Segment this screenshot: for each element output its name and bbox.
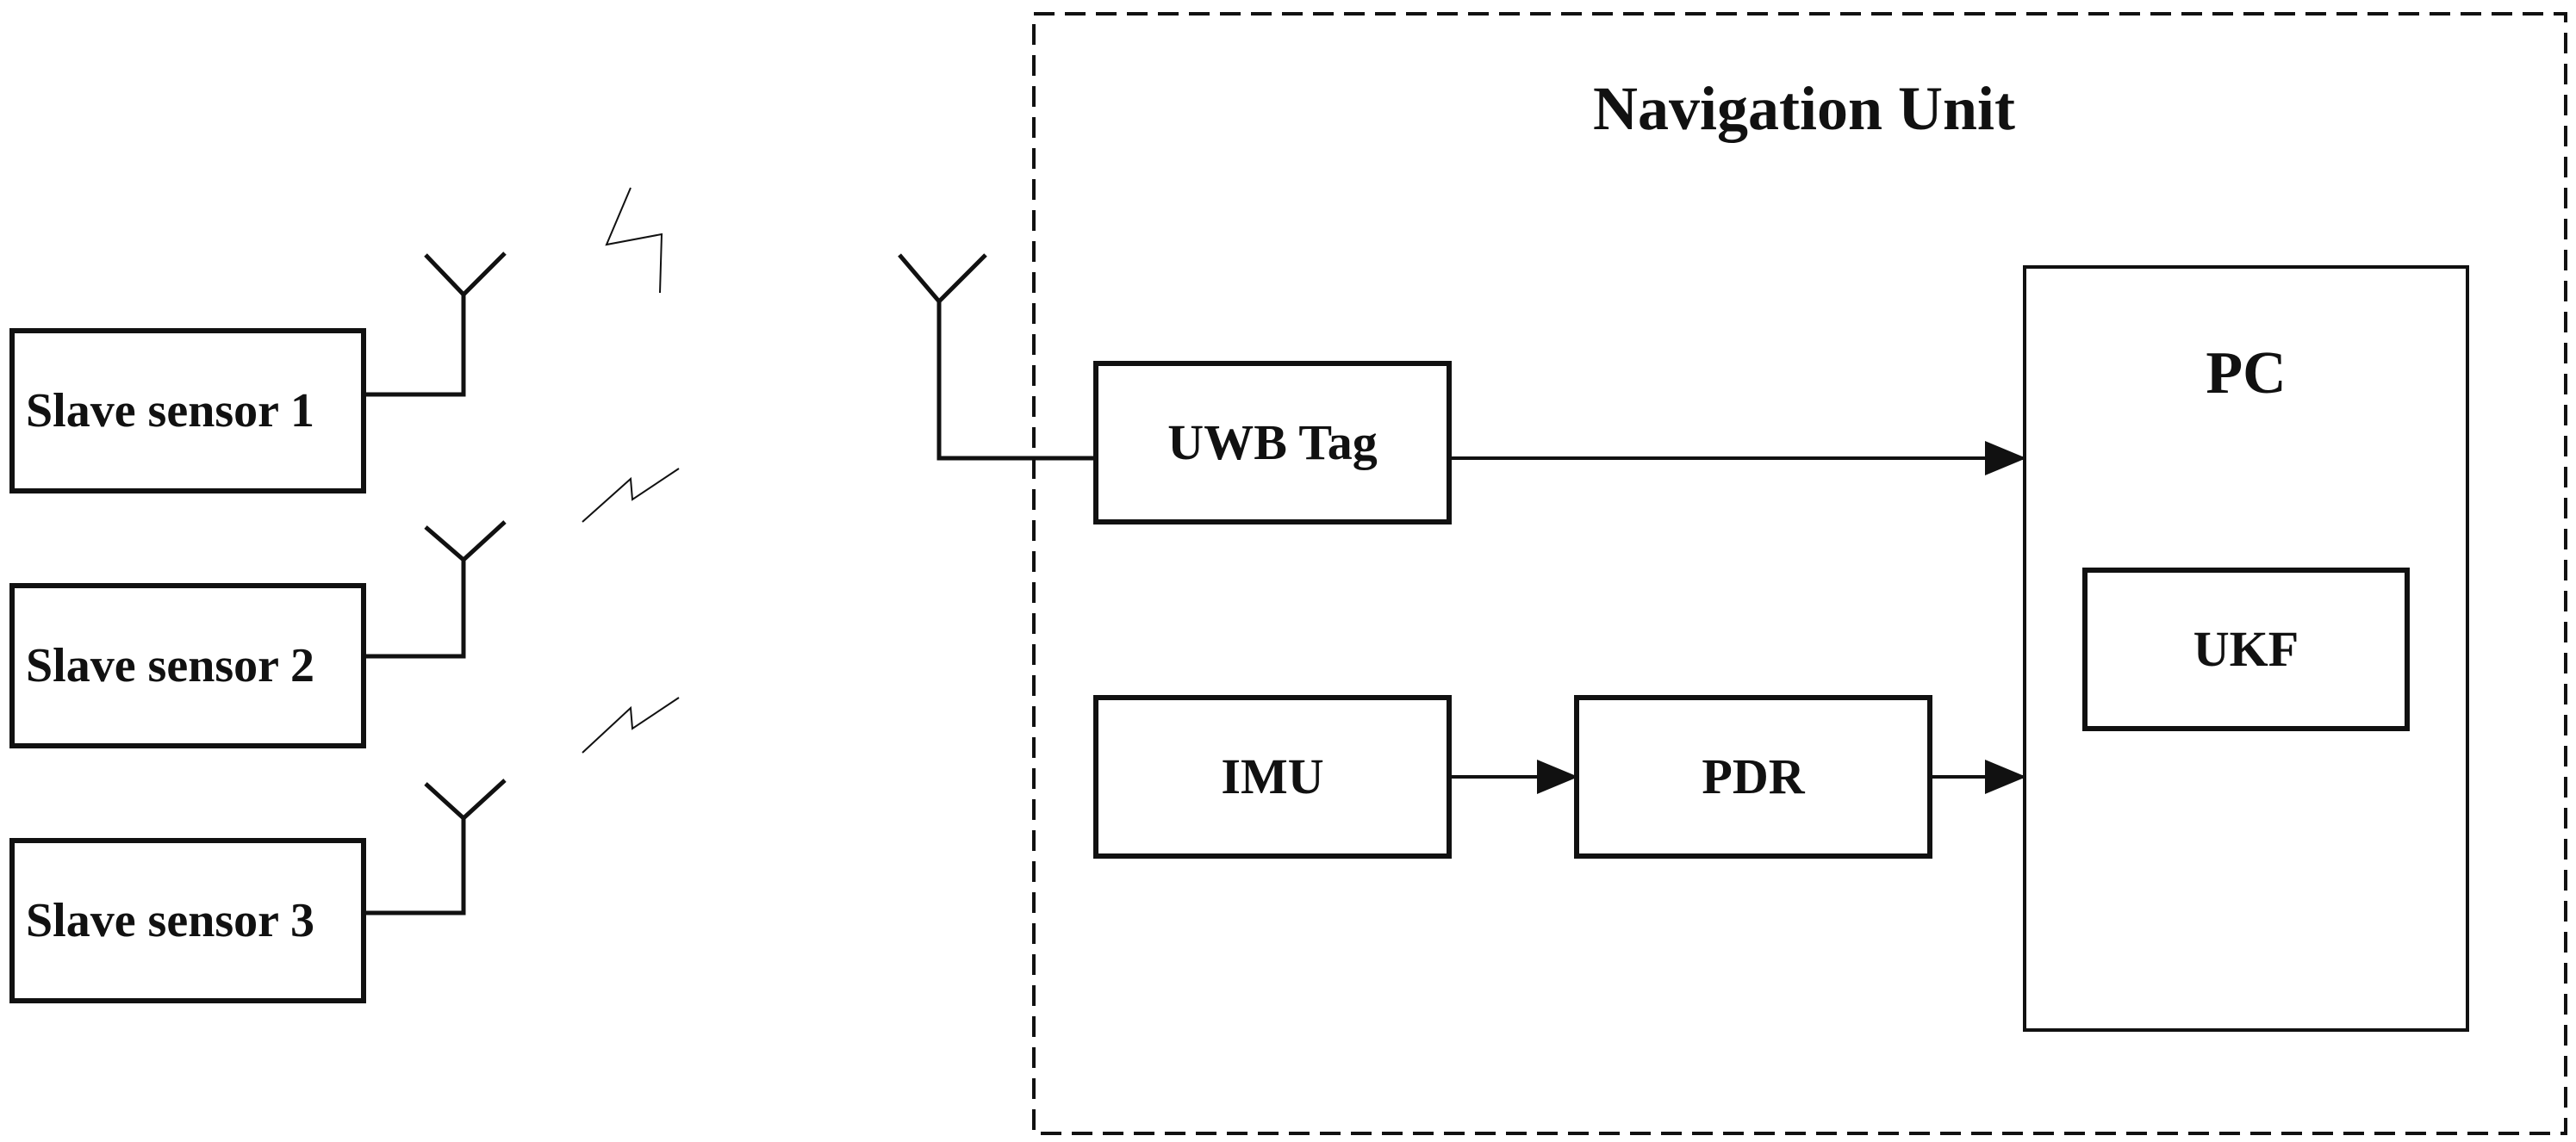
- uwb-tag-label: UWB Tag: [1167, 414, 1378, 470]
- slave-sensor-3-label: Slave sensor 3: [26, 894, 314, 947]
- wireless-signal-icon: [582, 697, 680, 754]
- ukf-label: UKF: [2193, 621, 2299, 677]
- wireless-signal-icon: [582, 468, 680, 523]
- slave-sensor-2-box: [9, 583, 366, 748]
- slave-sensor-1-box: [9, 328, 366, 493]
- slave-sensor-2-label: Slave sensor 2: [26, 639, 314, 692]
- wireless-signal-icon: [605, 187, 663, 294]
- imu-label: IMU: [1221, 748, 1324, 804]
- ukf-box: [2082, 568, 2410, 731]
- receiver-antenna-icon: [898, 253, 1096, 461]
- pdr-label: PDR: [1702, 748, 1805, 804]
- navigation-unit-title: Navigation Unit: [1592, 74, 2016, 143]
- pc-box: [2023, 265, 2469, 1032]
- slave-sensor-1-label: Slave sensor 1: [26, 384, 314, 438]
- slave-sensor-3-box: [9, 838, 366, 1003]
- antenna-icon: [364, 779, 507, 915]
- antenna-icon: [364, 520, 507, 659]
- navigation-unit-boundary: [1032, 12, 2567, 1135]
- uwb-tag-box: [1093, 361, 1452, 524]
- antenna-icon: [364, 251, 507, 397]
- pc-label: PC: [2206, 340, 2287, 407]
